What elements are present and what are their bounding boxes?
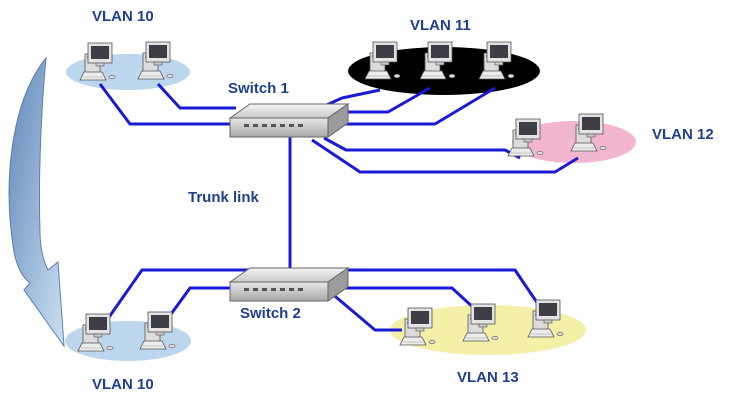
trunk-link-label: Trunk link	[188, 189, 260, 206]
link-s1-vlan11-pc2	[338, 86, 431, 114]
curved-arrow	[8, 56, 65, 348]
switch1-label: Switch 1	[228, 80, 289, 97]
link-s2-vlan10-pc1	[98, 268, 254, 331]
vlan12-label: VLAN 12	[652, 126, 714, 143]
link-s2-vlan13-pc2	[336, 286, 478, 312]
links	[98, 82, 579, 333]
vlan11-label: VLAN 11	[410, 17, 471, 34]
link-s1-vlan12-pc2	[311, 138, 579, 174]
link-s1-vlan10-pc1	[98, 83, 232, 126]
vlan13-label: VLAN 13	[457, 369, 519, 386]
link-s1-vlan12-pc1	[323, 136, 521, 160]
switch-2[interactable]	[229, 267, 349, 302]
vlan10-bottom-label: VLAN 10	[92, 376, 154, 393]
link-s1-vlan11-pc3	[345, 86, 496, 126]
link-s2-vlan13-pc3	[342, 268, 544, 311]
link-s1-vlan10-pc2	[156, 82, 236, 110]
vlan10-top-label: VLAN 10	[92, 8, 154, 25]
switch-1[interactable]	[229, 103, 349, 138]
switch2-label: Switch 2	[240, 305, 301, 322]
link-s2-vlan13-pc1	[329, 290, 402, 332]
